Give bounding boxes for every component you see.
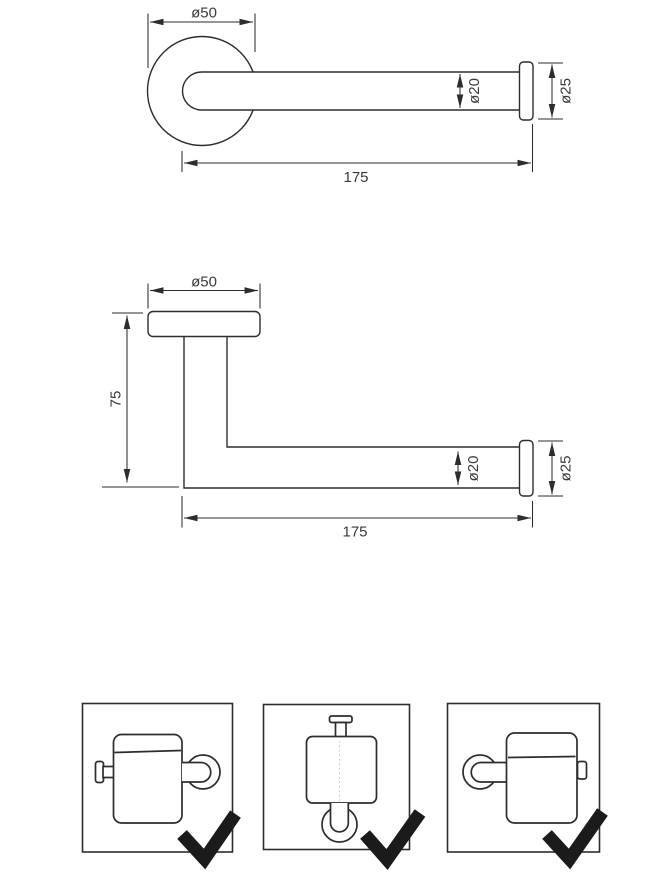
dim-label-cap-diameter: ø25 (558, 456, 575, 482)
toilet-roll (112, 733, 183, 824)
holder-stem (334, 721, 347, 738)
holder-arm-outer-edge (183, 336, 520, 489)
checkmark-icon (360, 809, 426, 870)
dim-label-length: 175 (342, 524, 367, 541)
instruction-frame (446, 702, 601, 853)
wall-cap (328, 715, 353, 724)
checkmark-icon (177, 810, 241, 870)
dim-label-length: 175 (343, 169, 368, 186)
toilet-roll (305, 735, 378, 804)
wall-cap (576, 760, 588, 780)
wall-plate (147, 310, 261, 338)
paper-edge-line (114, 749, 182, 754)
bar-rounded-end (329, 803, 350, 833)
dim-length-top: 175 (181, 124, 534, 186)
front-view: ø50 75 ø20 ø25 175 (102, 274, 575, 541)
instruction-frame (81, 702, 234, 853)
bar-rounded-end (470, 761, 506, 783)
checkmark-icon (542, 808, 608, 870)
holder-bar (181, 71, 520, 111)
top-view: ø50 ø20 ø25 175 (146, 5, 575, 186)
paper-edge-line (507, 755, 576, 759)
dim-length-front: 175 (181, 496, 534, 541)
dim-label-cap-diameter: ø25 (558, 78, 575, 104)
dim-bar-diameter-front: ø20 (454, 451, 482, 485)
dim-plate-diameter-front: ø50 (147, 274, 261, 309)
dim-bar-diameter-top: ø20 (456, 74, 483, 108)
end-cap (518, 61, 534, 121)
dim-label-height: 75 (108, 391, 125, 408)
dim-plate-diameter-top: ø50 (147, 5, 256, 68)
bar-rounded-end (182, 761, 212, 783)
holder-arm-inner-edge (226, 336, 520, 448)
dim-label-bar-diameter: ø20 (466, 78, 483, 104)
end-cap (518, 439, 534, 497)
dim-label-plate-diameter: ø50 (191, 5, 217, 22)
instruction-box-horizontal-roll-right (446, 702, 608, 870)
instructions-row (81, 702, 608, 870)
instruction-frame (262, 703, 411, 851)
dim-label-plate-diameter: ø50 (191, 274, 217, 291)
dim-cap-diameter-front: ø25 (538, 440, 575, 497)
toilet-roll (505, 732, 578, 824)
instruction-box-horizontal-roll-left (81, 702, 241, 870)
instruction-box-vertical-roll-down (262, 703, 426, 870)
dim-cap-diameter-top: ø25 (538, 62, 575, 120)
dim-height-front: 75 (102, 312, 179, 488)
dim-label-bar-diameter: ø20 (465, 456, 482, 482)
